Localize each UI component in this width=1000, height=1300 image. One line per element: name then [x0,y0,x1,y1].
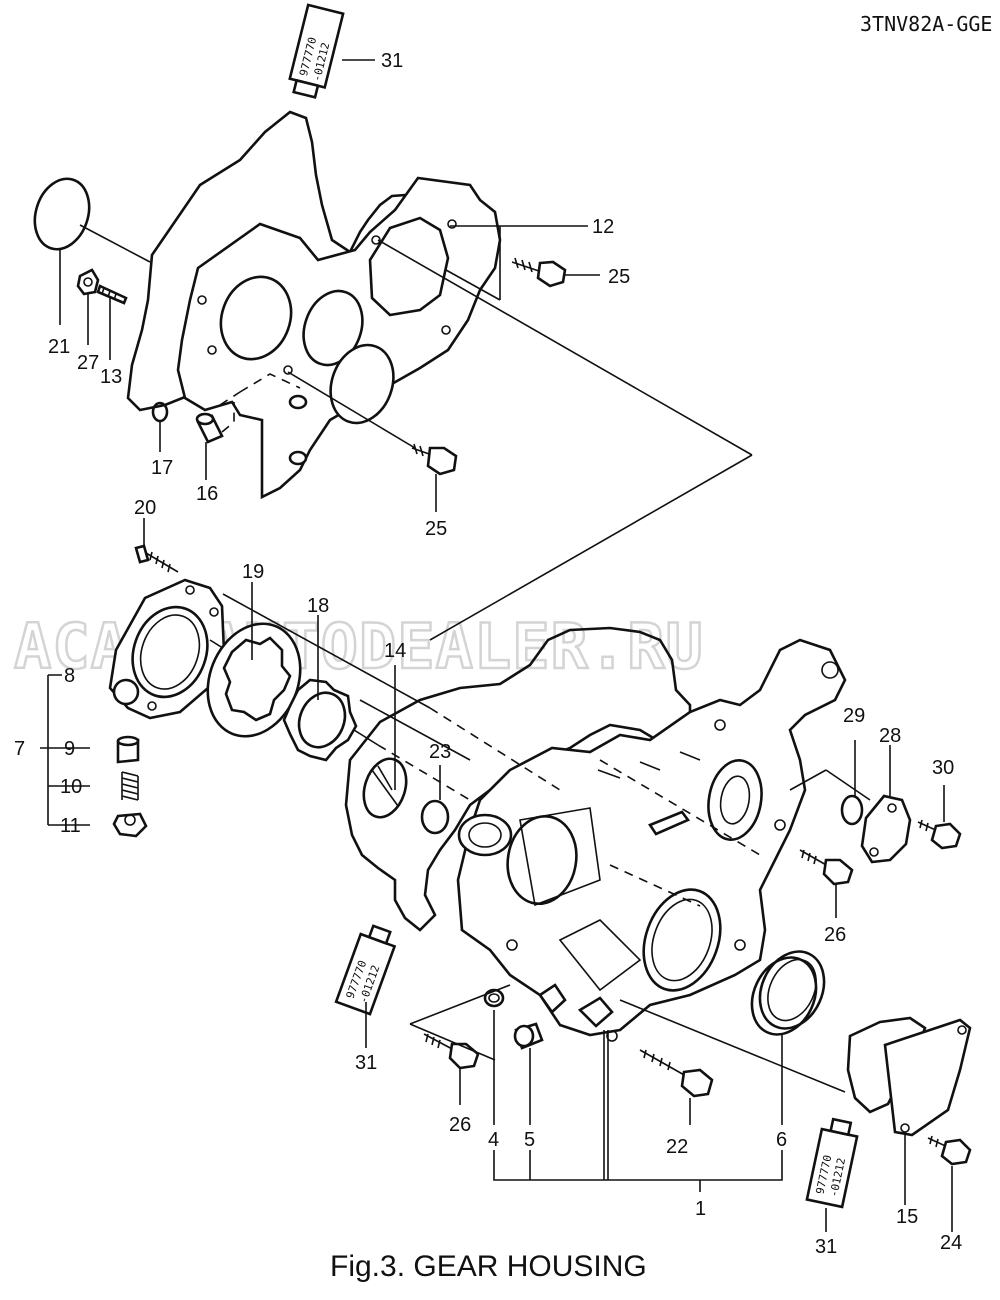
callout-23: 23 [429,741,451,763]
callout-31-top: 31 [381,50,403,72]
sleeve-9 [116,735,140,764]
callout-7: 7 [14,738,25,760]
bolt-25-lower [411,443,458,476]
cap-14 [362,757,408,819]
bolt-22 [639,1049,714,1098]
dowel-16 [195,412,224,444]
bolt-25-upper [511,257,567,288]
callout-19: 19 [242,561,264,583]
callout-28: 28 [879,725,901,747]
screw-20 [134,544,179,573]
gasket-front [344,626,692,932]
plug-4 [483,988,505,1008]
model-code: 3TNV82A-GGE [860,12,992,36]
callout-26-upper: 26 [824,924,846,946]
cover-28 [860,794,912,864]
callout-27: 27 [77,352,99,374]
callout-14: 14 [384,640,406,662]
figure-caption: Fig.3. GEAR HOUSING [330,1250,647,1283]
callout-16: 16 [196,483,218,505]
callout-4: 4 [488,1129,499,1151]
callout-29: 29 [843,705,865,727]
callout-17: 17 [151,457,173,479]
callout-15: 15 [896,1206,918,1228]
cover-15 [883,1018,972,1137]
callout-31-bottom: 31 [815,1236,837,1258]
callout-24: 24 [940,1232,962,1254]
o-ring-23 [420,799,450,835]
sealant-tube-middle: 977770 -01212 [334,924,397,1016]
callout-20: 20 [134,497,156,519]
callout-22: 22 [666,1136,688,1158]
callout-18: 18 [307,595,329,617]
o-ring-29 [840,794,864,826]
bolt-26-lower [423,1033,480,1070]
callout-5: 5 [524,1129,535,1151]
outer-rotor-19 [206,622,302,738]
callout-30: 30 [932,757,954,779]
sealant-tube-bottom: 977770 -01212 [805,1117,859,1209]
callout-25-upper: 25 [608,266,630,288]
callout-6: 6 [776,1129,787,1151]
o-ring-17 [151,401,169,423]
callout-25-lower: 25 [425,518,447,540]
callouts: 31 12 25 21 27 13 17 16 25 20 19 18 14 8… [14,50,962,1258]
callout-9: 9 [64,738,75,760]
gear-housing-1 [456,638,847,1037]
callout-11: 11 [60,815,81,837]
callout-10: 10 [60,776,82,798]
bolt-24 [927,1135,972,1166]
callout-13: 13 [100,366,122,388]
callout-21: 21 [48,336,70,358]
callout-26-lower: 26 [449,1114,471,1136]
inner-rotor-18 [282,678,358,762]
bolt-30 [917,819,962,850]
callout-1: 1 [695,1198,706,1220]
callout-8: 8 [64,665,75,687]
nut-27 [76,268,100,296]
spring-10 [121,771,139,801]
sealant-tube-top: 977770 -01212 [288,3,345,99]
callout-12: 12 [592,216,614,238]
oil-seal-6 [750,950,826,1036]
plug-11 [112,812,148,838]
bolt-26-upper [799,849,854,886]
plug-5 [513,1022,544,1050]
callout-31-middle: 31 [355,1052,377,1074]
stud-13 [96,284,128,305]
o-ring-21 [33,177,91,251]
